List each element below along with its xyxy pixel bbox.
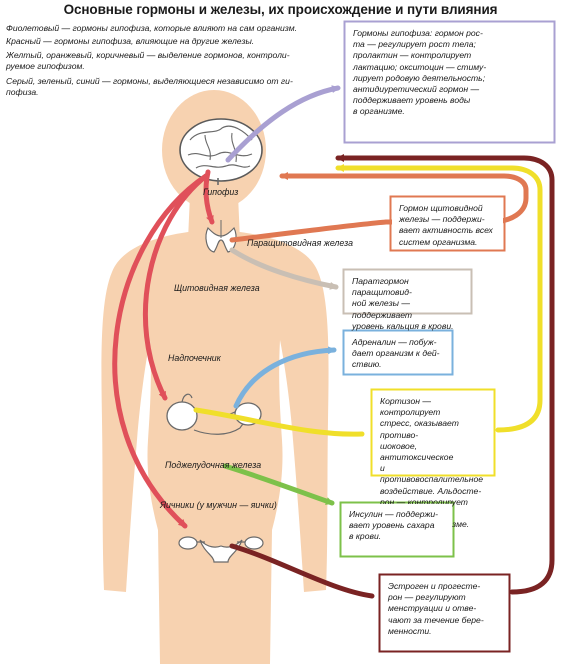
arrow-red-thyroid	[203, 169, 215, 225]
legend-warm: Желтый, оранжевый, коричневый — выделени…	[6, 50, 290, 71]
legend-violet: Фиолетовый — гормоны гипофиза, которые в…	[6, 23, 297, 33]
box-adrenaline-border	[342, 329, 454, 376]
arrow-green	[222, 463, 335, 506]
box-insulin-border	[339, 501, 455, 558]
thyroid-icon	[205, 220, 237, 253]
arrow-orange	[229, 172, 529, 243]
box-parathyroid-border	[342, 268, 473, 315]
page-title: Основные гормоны и железы, их происхожде…	[63, 2, 498, 17]
box-insulin: Инсулин — поддержи- вает уровень сахара …	[342, 504, 452, 555]
label-ovaries: Яичники (у мужчин — яички)	[160, 500, 277, 510]
label-parathyroid: Паращитовидная железа	[247, 238, 354, 248]
label-thyroid: Щитовидная железа	[174, 283, 260, 293]
legend-red: Красный — гормоны гипофиза, влияющие на …	[6, 36, 255, 46]
label-adrenal: Надпочечник	[168, 353, 221, 363]
box-adrenaline: Адреналин — побуж- дает организм к дей- …	[345, 332, 451, 373]
box-pituitary-border	[343, 20, 556, 144]
box-pituitary: Гормоны гипофиза: гормон рос- та — регул…	[346, 23, 553, 141]
label-pancreas: Поджелудочная железа	[165, 460, 262, 470]
box-cortisone: Кортизон — контролирует стресс, оказывае…	[373, 391, 493, 529]
box-thyroid: Гормон щитовидной железы — поддержи- вае…	[392, 198, 503, 249]
arrow-yellow	[193, 168, 543, 437]
legend-independent: Серый, зеленый, синий — гормоны, выделяю…	[6, 76, 293, 97]
arrow-red-ovaries	[112, 173, 209, 529]
arrow-violet	[225, 85, 341, 163]
arrow-blue	[233, 346, 337, 409]
box-parathyroid: Паратгормон паращитовид- ной железы — по…	[345, 271, 470, 331]
arrow-brown	[229, 158, 555, 599]
brain-icon	[179, 118, 263, 185]
box-cortisone-border	[370, 388, 496, 477]
arrow-gray	[229, 247, 339, 290]
arrow-red-adrenal	[142, 173, 209, 401]
ovaries-icon	[178, 536, 264, 563]
box-estrogen: Эстроген и прогесте- рон — регулируют ме…	[381, 576, 508, 650]
label-pituitary: Гипофиз	[203, 187, 239, 197]
box-estrogen-border	[378, 573, 511, 653]
